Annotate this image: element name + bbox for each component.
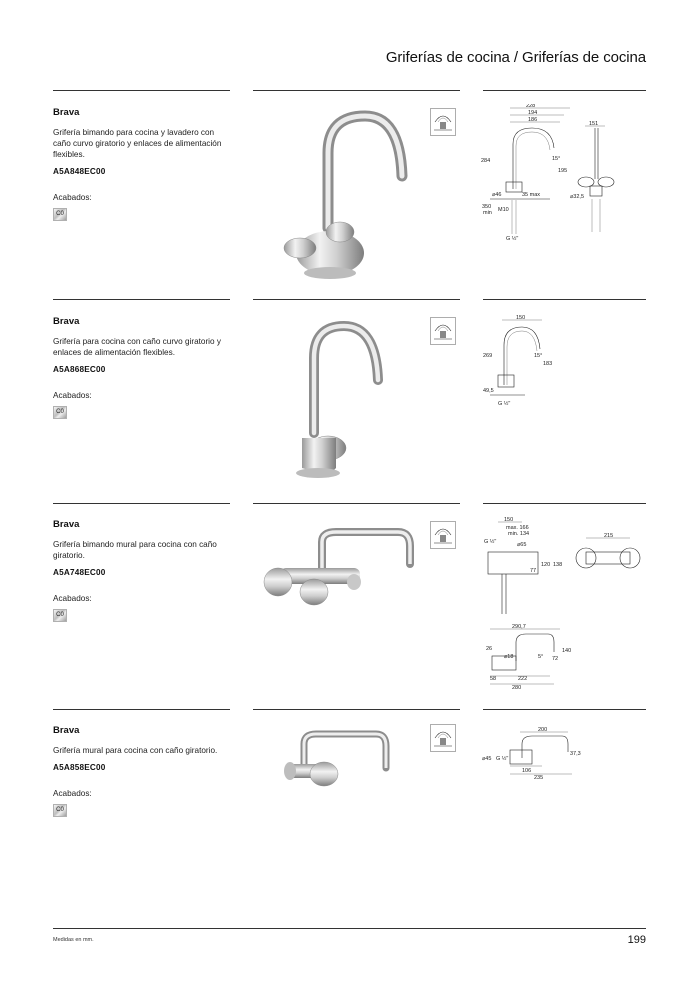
finishes-label: Acabados: <box>53 594 92 603</box>
section-rule <box>253 299 460 300</box>
product-description: Grifería bimando mural para cocina con c… <box>53 540 217 560</box>
section-rule <box>53 90 230 91</box>
finishes-label: Acabados: <box>53 193 92 202</box>
dim-label: 37,3 <box>570 751 581 757</box>
dim-label: G ½" <box>506 235 518 242</box>
dim-label: 284 <box>481 158 490 164</box>
product-description: Grifería para cocina con caño curvo gira… <box>53 337 221 357</box>
faucet-type-icon <box>430 108 456 136</box>
product-code: A5A868EC00 <box>53 365 106 374</box>
dim-label: 290,7 <box>512 624 526 630</box>
section-rule <box>253 709 460 710</box>
dim-label: 215 <box>604 533 613 539</box>
section-rule <box>483 299 646 300</box>
product-info: Brava Grifería bimando mural para cocina… <box>53 519 233 622</box>
product-info: Brava Grifería mural para cocina con cañ… <box>53 725 233 817</box>
section-rule <box>483 709 646 710</box>
dim-label: max. 166 <box>506 525 529 531</box>
dim-label: 15° <box>534 353 542 359</box>
dim-label: 280 <box>512 685 521 691</box>
faucet-photo <box>296 320 383 478</box>
dim-label: G ½" <box>484 538 496 545</box>
page-title: Griferías de cocina / Griferías de cocin… <box>385 49 646 66</box>
dim-label: 26 <box>486 646 492 652</box>
dim-label: M10 <box>498 207 509 213</box>
finish-swatch: C0 <box>53 609 67 622</box>
dim-label: min. 134 <box>508 531 529 537</box>
page-number: 199 <box>627 934 646 946</box>
dim-label: 140 <box>562 648 571 654</box>
dim-label: 120 <box>541 562 550 568</box>
faucet-type-icon <box>430 317 456 345</box>
technical-drawing: 228 194 186 284 15° 195 ⌀46 35 max 350 m… <box>481 104 615 242</box>
product-code: A5A748EC00 <box>53 568 106 577</box>
product-info: Brava Grifería para cocina con caño curv… <box>53 316 233 419</box>
dim-label: min <box>483 210 492 216</box>
faucet-photo <box>283 110 408 279</box>
dim-label: 350 <box>482 204 491 210</box>
dim-label: 195 <box>558 168 567 174</box>
product-name: Brava <box>53 316 80 327</box>
finish-swatch: C0 <box>53 208 67 221</box>
dim-label: 150 <box>516 315 525 321</box>
faucet-type-icon <box>430 724 456 752</box>
section-rule <box>253 503 460 504</box>
dim-label: 228 <box>526 104 535 109</box>
dim-label: ⌀18 <box>504 654 513 660</box>
dim-label: ⌀45 <box>482 756 491 762</box>
dim-label: 186 <box>528 117 537 123</box>
dim-label: G ½" <box>496 755 508 762</box>
dim-label: 15° <box>552 156 560 162</box>
dim-label: G ½" <box>498 400 510 407</box>
dim-label: 138 <box>553 562 562 568</box>
product-name: Brava <box>53 519 80 530</box>
faucet-type-icon <box>430 521 456 549</box>
finishes-label: Acabados: <box>53 391 92 400</box>
dim-label: ⌀46 <box>492 192 501 198</box>
dim-label: 235 <box>534 775 543 781</box>
dim-label: 49,5 <box>483 388 494 394</box>
finish-swatch: C0 <box>53 804 67 817</box>
dim-label: 35 max <box>522 192 540 198</box>
section-rule <box>53 299 230 300</box>
product-name: Brava <box>53 107 80 118</box>
dim-label: 5° <box>538 654 543 660</box>
technical-drawing: 150 max. 166 min. 134 G ½" ⌀65 120 138 7… <box>484 517 641 691</box>
footer-rule <box>53 928 646 929</box>
dim-label: 194 <box>528 110 537 116</box>
dim-label: 150 <box>504 517 513 523</box>
dim-label: 200 <box>538 727 547 733</box>
product-code: A5A848EC00 <box>53 167 106 176</box>
dim-label: ⌀32,5 <box>570 194 584 200</box>
finish-swatch: C0 <box>53 406 67 419</box>
section-rule <box>483 90 646 91</box>
dim-label: 72 <box>552 656 558 662</box>
dim-label: 183 <box>543 361 552 367</box>
faucet-photo <box>284 730 390 787</box>
dim-label: 77 <box>530 568 536 574</box>
section-rule <box>253 90 460 91</box>
section-rule <box>483 503 646 504</box>
product-name: Brava <box>53 725 80 736</box>
footer-note: Medidas en mm. <box>53 937 94 943</box>
technical-drawing: 200 ⌀45 G ½" 37,3 106 235 <box>482 727 581 781</box>
technical-drawing: 150 269 15° 183 49,5 G ½" <box>483 315 552 407</box>
finishes-label: Acabados: <box>53 789 92 798</box>
dim-label: 151 <box>589 121 598 127</box>
dim-label: 222 <box>518 676 527 682</box>
section-rule <box>53 503 230 504</box>
product-code: A5A858EC00 <box>53 763 106 772</box>
dim-label: ⌀65 <box>517 542 526 548</box>
faucet-photo <box>263 528 414 606</box>
dim-label: 58 <box>490 676 496 682</box>
dim-label: 106 <box>522 768 531 774</box>
product-description: Grifería bimando para cocina y lavadero … <box>53 128 222 159</box>
product-info: Brava Grifería bimando para cocina y lav… <box>53 107 233 221</box>
product-description: Grifería mural para cocina con caño gira… <box>53 746 218 755</box>
dim-label: 269 <box>483 353 492 359</box>
section-rule <box>53 709 230 710</box>
